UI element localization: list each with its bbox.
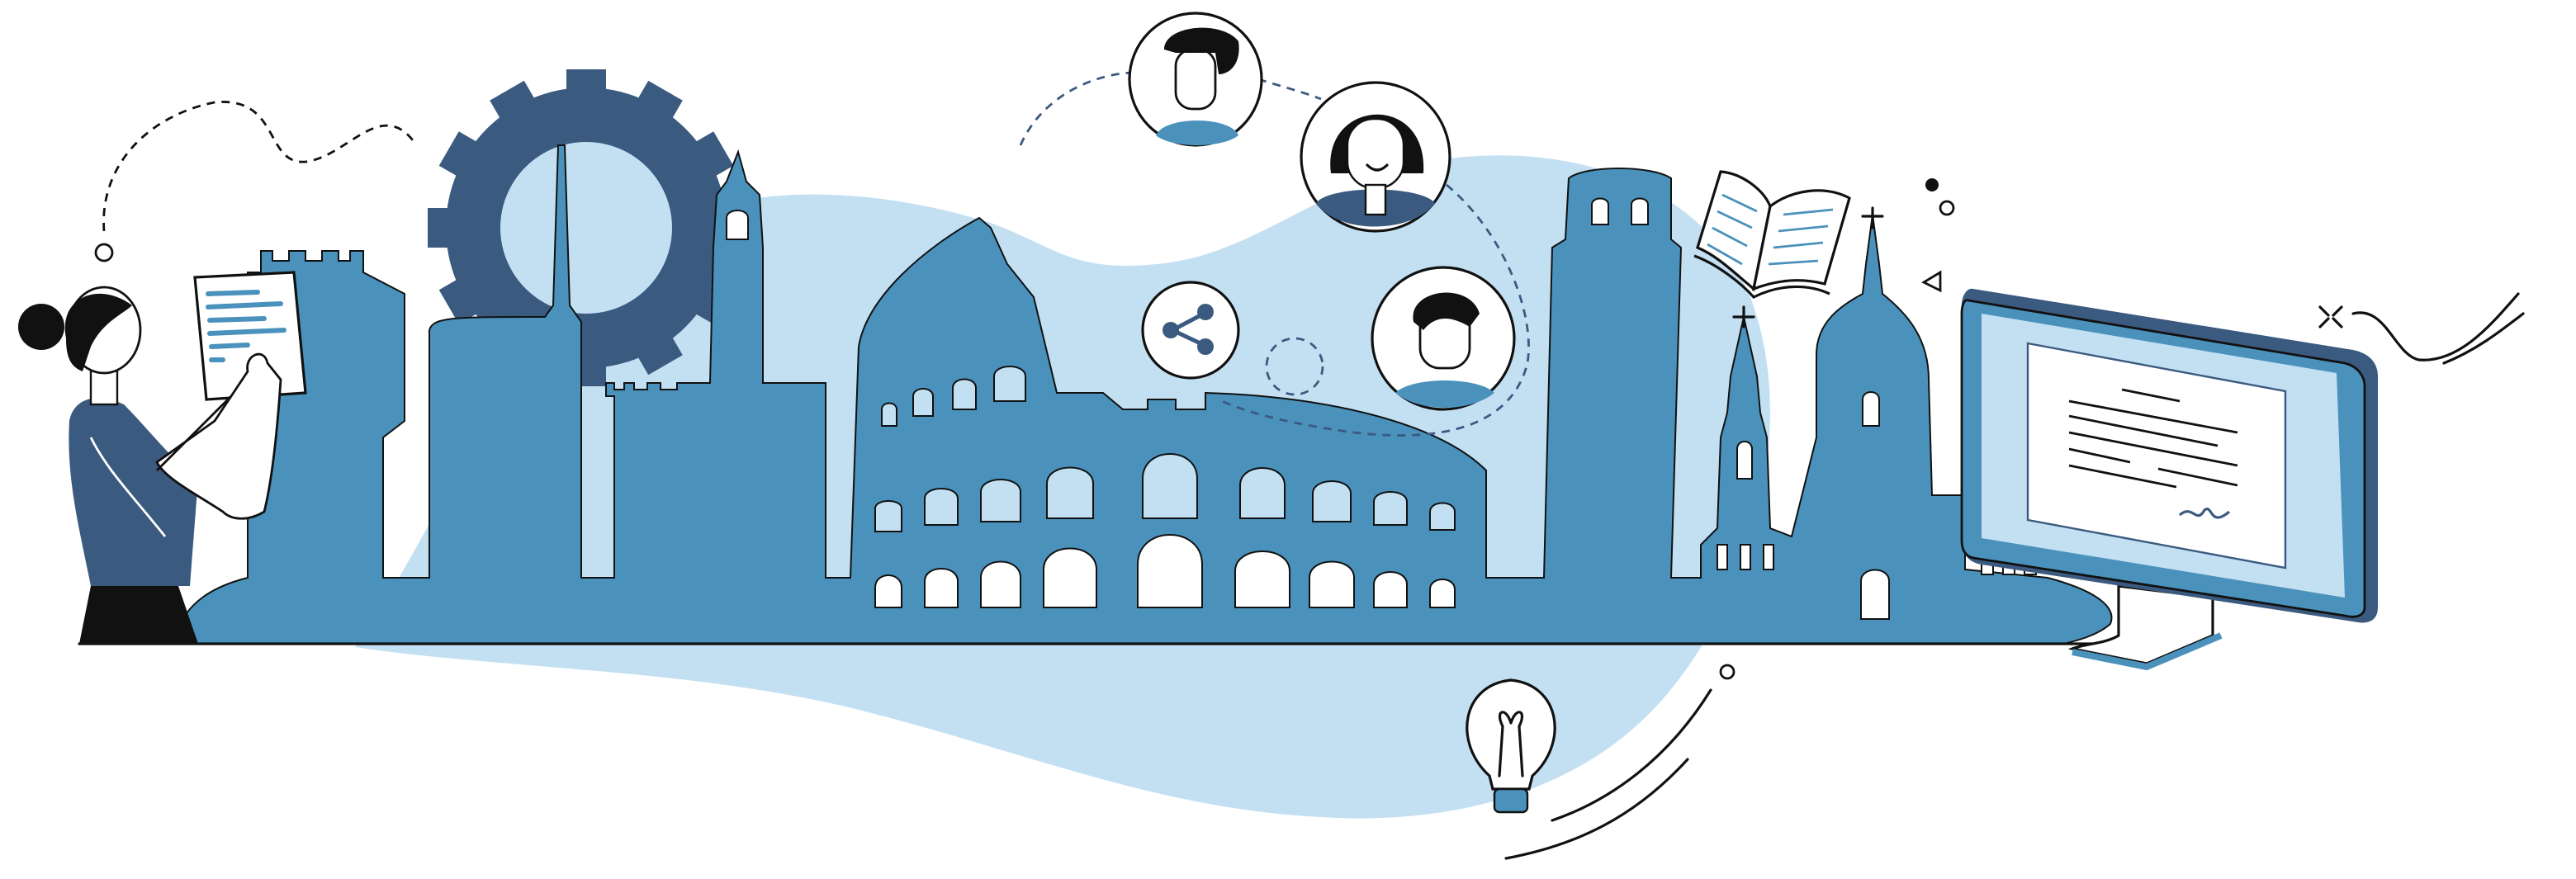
avatar-man-curly xyxy=(1128,12,1263,147)
avatar-man xyxy=(1371,266,1516,411)
woman-holding-document xyxy=(18,271,307,644)
skyline xyxy=(78,144,2119,645)
dashed-swirl xyxy=(102,101,414,232)
share-icon xyxy=(1141,281,1240,380)
lightbulb-icon xyxy=(1466,678,1556,814)
open-book-icon xyxy=(1693,170,1851,299)
colosseum-arches xyxy=(874,366,1456,608)
computer-monitor-icon xyxy=(1960,288,2378,671)
avatar-woman xyxy=(1300,81,1451,233)
